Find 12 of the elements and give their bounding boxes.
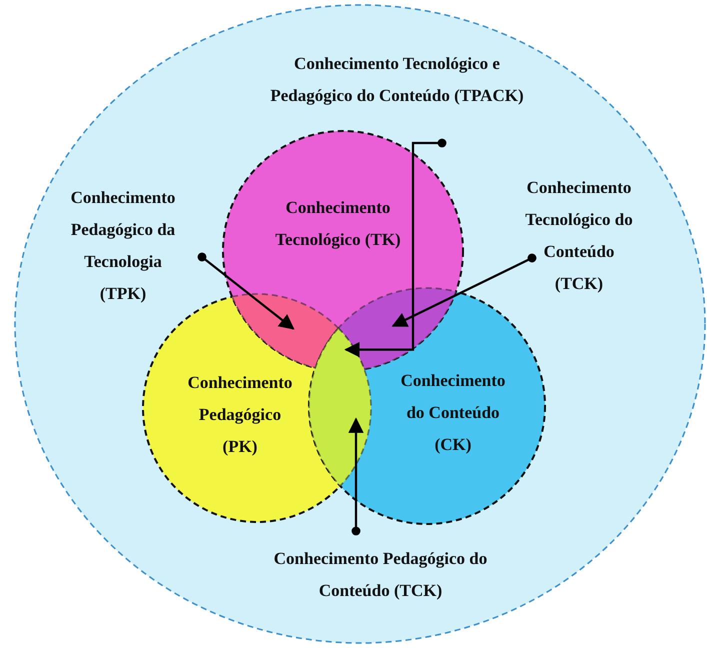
circle-label: Conhecimento do Conteúdo (CK) <box>400 370 506 456</box>
leader-line <box>348 417 364 536</box>
circle-label: Conhecimento Tecnológico (TK) <box>274 197 402 251</box>
concept-label: Conhecimento Tecnológico do Conteúdo (TCK) <box>522 172 636 308</box>
circle-label: Conhecimento Pedagógico (PK) <box>186 372 294 458</box>
leader-line <box>198 252 294 330</box>
concept-label: Conhecimento Pedagógico do Conteúdo (TCK) <box>258 543 503 613</box>
leader-line <box>344 138 446 358</box>
overlap-region <box>308 327 372 487</box>
concept-label: Conhecimento Pedagógico da Tecnologia (TPK) <box>66 182 180 318</box>
concept-label: Conhecimento Tecnológico e Pedagógico do Conteúdo (TPACK) <box>257 48 537 118</box>
leader-line <box>392 254 536 327</box>
